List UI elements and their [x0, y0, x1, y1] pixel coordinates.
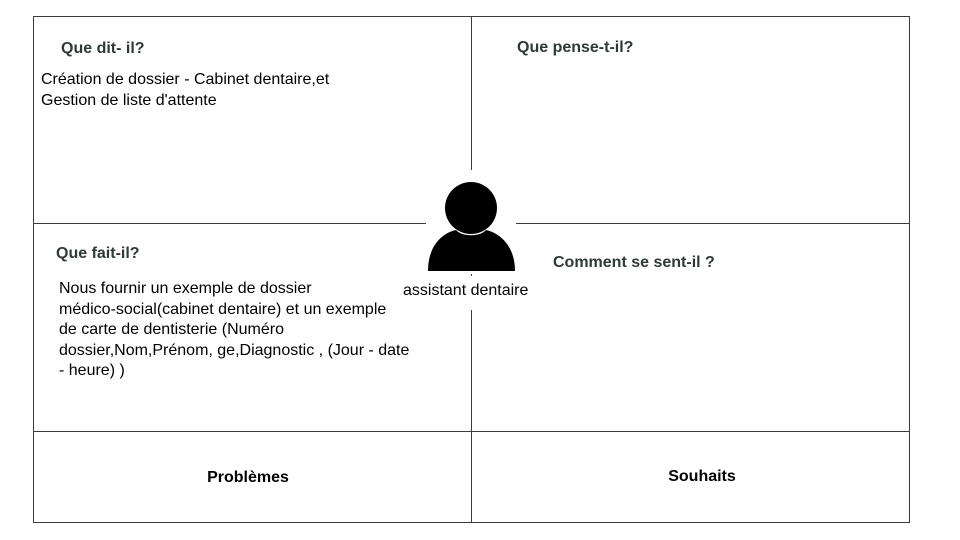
thinks-heading: Que pense-t-il? — [517, 39, 634, 56]
does-line: - heure) ) — [59, 362, 125, 379]
says-text: Création de dossier - Cabinet dentaire,e… — [41, 70, 461, 111]
does-line: dossier,Nom,Prénom, ge,Diagnostic , (Jou… — [59, 341, 410, 359]
does-heading: Que fait-il? — [56, 245, 140, 262]
wishes-label: Souhaits — [668, 468, 736, 485]
person-silhouette-icon — [428, 182, 515, 271]
persona-shoulders — [428, 230, 515, 271]
does-text: Nous fournir un exemple de dossier médic… — [59, 279, 459, 382]
says-heading: Que dit- il? — [61, 40, 145, 57]
frame-right-border — [909, 16, 910, 523]
persona-head — [445, 182, 497, 234]
persona-label-background — [400, 276, 544, 310]
does-line: Nous fournir un exemple de dossier — [59, 280, 312, 297]
does-line: médico-social(cabinet dentaire) et un ex… — [59, 300, 387, 318]
says-line: Gestion de liste d'attente — [41, 91, 217, 109]
persona-label: assistant dentaire — [403, 282, 529, 299]
says-line: Création de dossier - Cabinet dentaire,e… — [41, 71, 330, 88]
frame-left-border — [33, 16, 34, 523]
feels-heading: Comment se sent-il ? — [553, 254, 715, 271]
does-line: de carte de dentisterie (Numéro — [59, 321, 284, 338]
problems-label: Problèmes — [207, 469, 289, 486]
